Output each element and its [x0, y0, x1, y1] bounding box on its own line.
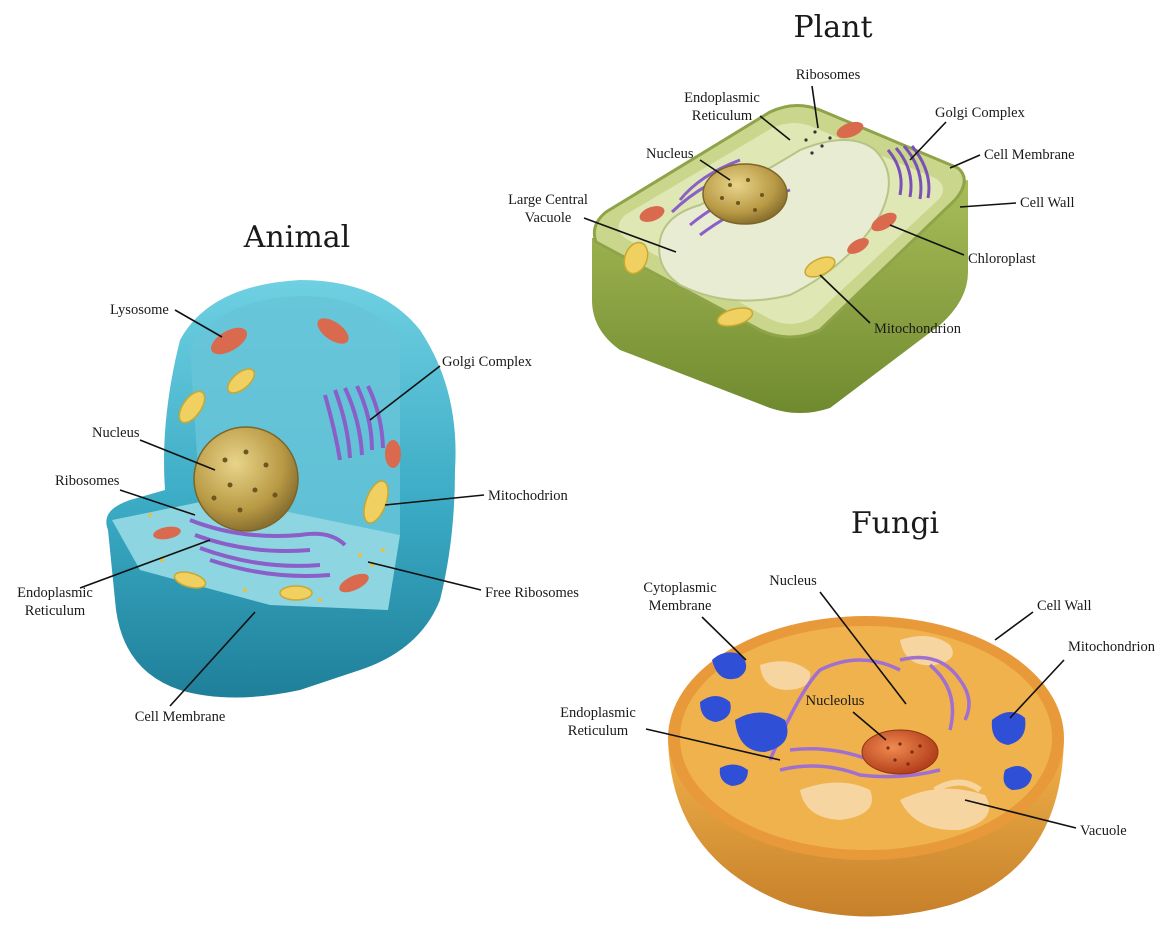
- animal-title: Animal: [243, 220, 351, 255]
- fungi-cell: [668, 616, 1064, 917]
- fungi-label-cell-wall: Cell Wall: [1037, 598, 1092, 614]
- fungi-label-er-2: Reticulum: [568, 723, 629, 739]
- animal-label-cell-membrane: Cell Membrane: [135, 709, 226, 725]
- leader-line: [950, 155, 980, 168]
- animal-label-er-2: Reticulum: [25, 603, 86, 619]
- plant-label-er-2: Reticulum: [692, 108, 753, 124]
- leader-line: [995, 612, 1033, 640]
- plant-label-mitochondrion: Mitochondrion: [874, 321, 962, 337]
- plant-label-vacuole-2: Vacuole: [525, 210, 572, 226]
- plant-label-cell-membrane: Cell Membrane: [984, 147, 1075, 163]
- animal-label-free-ribosomes: Free Ribosomes: [485, 585, 579, 601]
- fungi-label-nucleus: Nucleus: [769, 573, 817, 589]
- plant-label-cell-wall: Cell Wall: [1020, 195, 1075, 211]
- plant-label-nucleus: Nucleus: [646, 146, 694, 162]
- fungi-label-vacuole: Vacuole: [1080, 823, 1127, 839]
- fungi-label-nucleolus: Nucleolus: [806, 693, 865, 709]
- plant-label-vacuole-1: Large Central: [508, 192, 588, 208]
- leader-line: [960, 203, 1016, 207]
- animal-label-nucleus: Nucleus: [92, 425, 140, 441]
- fungi-label-er-1: Endoplasmic: [560, 705, 636, 721]
- animal-label-lysosome: Lysosome: [110, 302, 169, 318]
- plant-title: Plant: [793, 10, 872, 45]
- fungi-label-cyto-2: Membrane: [649, 598, 712, 614]
- fungi-title: Fungi: [851, 506, 939, 541]
- plant-label-chloroplast: Chloroplast: [968, 251, 1036, 267]
- animal-label-golgi: Golgi Complex: [442, 354, 533, 370]
- animal-cell: [106, 280, 455, 698]
- plant-label-ribosomes: Ribosomes: [796, 67, 861, 83]
- plant-label-er-1: Endoplasmic: [684, 90, 760, 106]
- plant-label-golgi: Golgi Complex: [935, 105, 1026, 121]
- animal-label-ribosomes: Ribosomes: [55, 473, 120, 489]
- animal-label-mitochondrion: Mitochodrion: [488, 488, 568, 504]
- fungi-label-mitochondrion: Mitochondrion: [1068, 639, 1156, 655]
- fungi-label-cyto-1: Cytoplasmic: [643, 580, 716, 596]
